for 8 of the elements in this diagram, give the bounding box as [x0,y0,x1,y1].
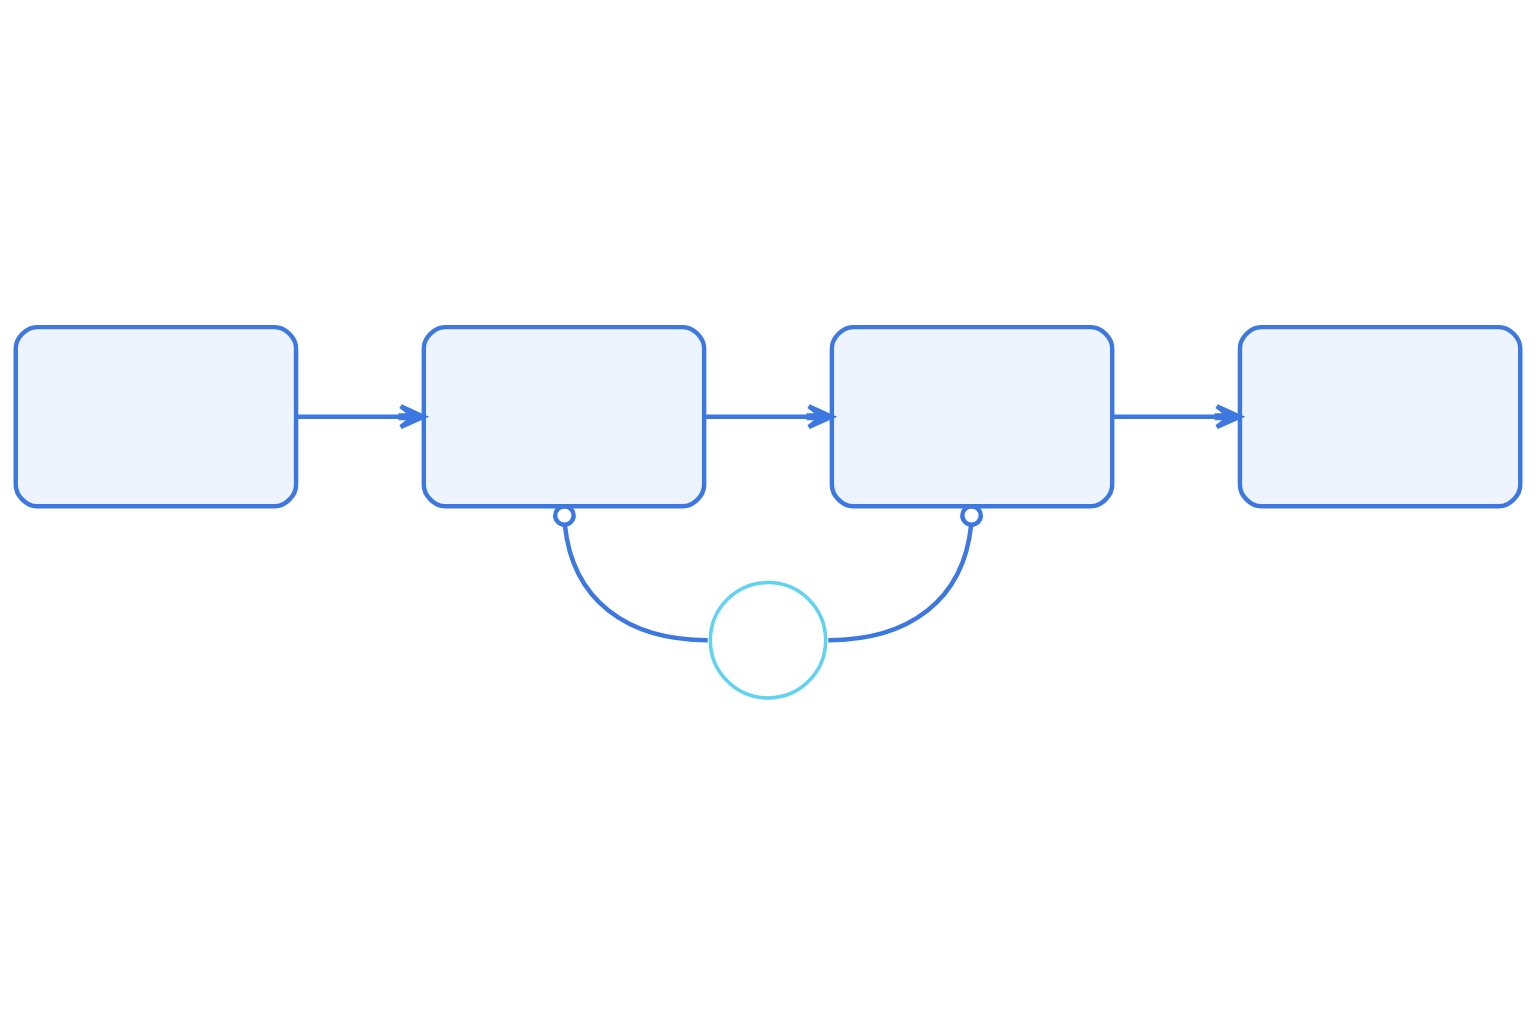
node-box [13,324,299,508]
node-box [829,324,1115,508]
node-box [1237,324,1523,508]
arrow [704,403,835,429]
arrow [296,403,426,429]
node-circle [708,580,828,700]
arrow [1112,403,1243,429]
node-box [421,324,707,508]
